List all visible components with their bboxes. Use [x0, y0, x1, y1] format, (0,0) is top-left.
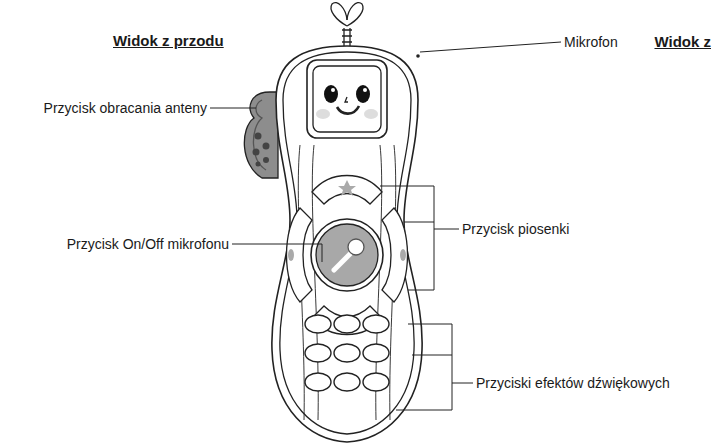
- part-label: Przycisk obracania anteny: [43, 100, 208, 116]
- sound-button: [305, 344, 331, 362]
- sound-button: [334, 373, 360, 391]
- microphone-hole: [416, 54, 420, 58]
- antenna: [331, 3, 363, 48]
- sound-button: [334, 315, 360, 333]
- sound-button: [305, 315, 331, 333]
- sound-button: [363, 373, 389, 391]
- view-heading: Widok z przodu: [112, 33, 225, 49]
- sound-button: [305, 373, 331, 391]
- body-inner: [280, 52, 414, 434]
- sound-button: [363, 315, 389, 333]
- part-label: Przycisk piosenki: [461, 221, 570, 237]
- mic-button: [311, 219, 383, 291]
- sound-button: [363, 344, 389, 362]
- face-screen: [307, 60, 387, 138]
- song-buttons: [287, 176, 408, 335]
- part-label: Przyciski efektów dźwiękowych: [475, 375, 671, 391]
- part-label: Mikrofon: [563, 34, 619, 50]
- sound-button: [334, 344, 360, 362]
- antenna-turn-button: [244, 92, 278, 178]
- sound-effect-buttons: [305, 315, 389, 391]
- view-heading: Widok z: [653, 34, 712, 50]
- part-label: Przycisk On/Off mikrofonu: [66, 236, 230, 252]
